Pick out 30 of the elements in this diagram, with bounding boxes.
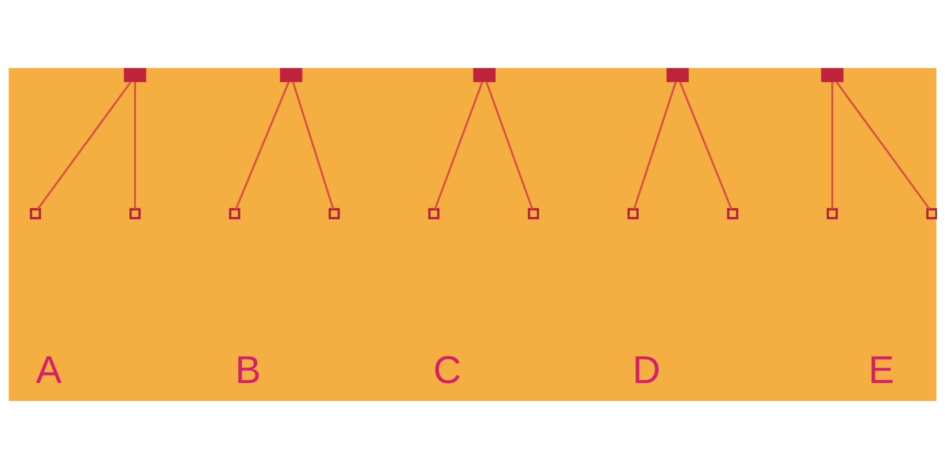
node-box <box>473 68 496 82</box>
label: A <box>36 348 62 392</box>
node-box <box>821 68 844 82</box>
node-box <box>428 208 440 219</box>
label: B <box>235 348 261 392</box>
node-box <box>528 208 540 219</box>
connector <box>836 80 930 210</box>
node-box <box>826 208 838 219</box>
node-box <box>30 208 42 219</box>
connector <box>633 81 677 209</box>
connector <box>486 81 534 209</box>
node-box <box>129 208 141 219</box>
label: E <box>868 348 894 392</box>
connector <box>434 81 484 209</box>
connector <box>134 82 136 209</box>
connector <box>292 81 334 209</box>
node-box <box>627 208 639 219</box>
node-box <box>926 208 937 219</box>
label: D <box>632 348 660 392</box>
label: C <box>433 348 462 392</box>
connector <box>235 81 290 210</box>
node-box <box>727 208 738 219</box>
connector <box>679 81 732 210</box>
node-box <box>666 68 689 82</box>
connector <box>36 80 132 210</box>
node-box <box>229 208 240 219</box>
node-box <box>124 68 146 82</box>
connector <box>831 82 834 209</box>
node-box <box>280 68 302 82</box>
node-box <box>328 208 340 219</box>
